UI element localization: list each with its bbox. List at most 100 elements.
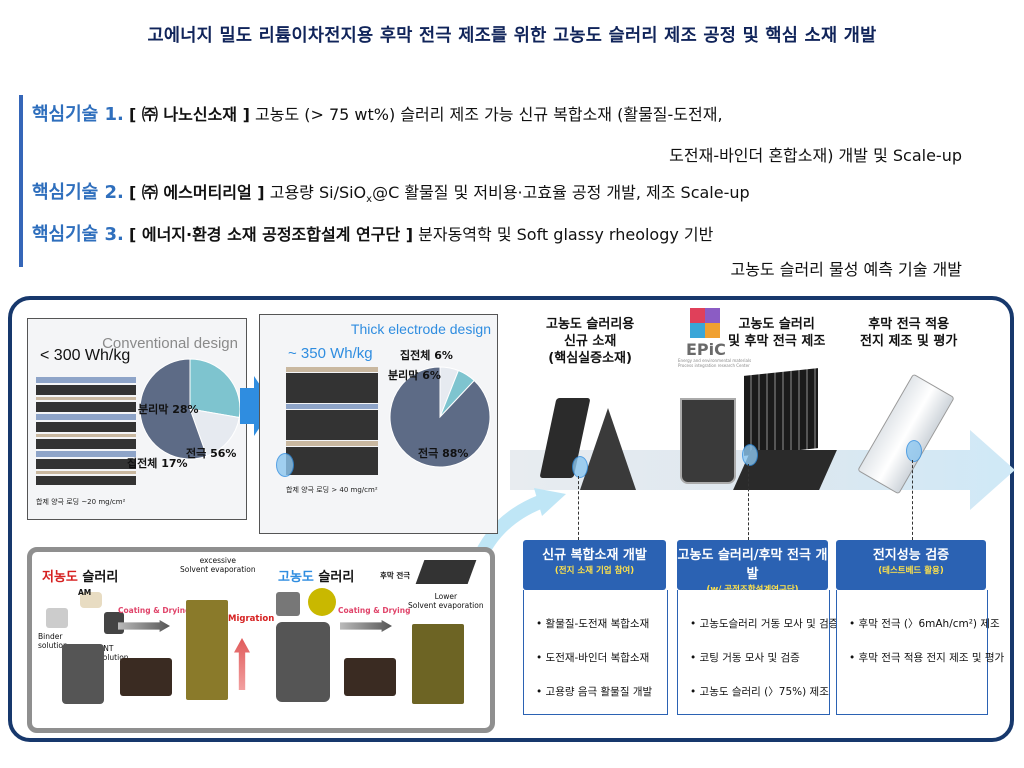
box-1-title: 신규 복합소재 개발: [542, 548, 647, 563]
lower-evaporation-label: Lower Solvent evaporation: [408, 592, 484, 610]
box-2-item: • 코팅 거동 모사 및 검증: [690, 652, 800, 664]
am-label: AM: [78, 588, 92, 597]
cell-zoom-marker: [906, 440, 922, 462]
tech-3: 핵심기술 3. [ 에너지·환경 소재 공정조합설계 연구단 ] 분자동역학 및…: [32, 220, 713, 246]
coater-machine-1: [120, 658, 172, 696]
migration-arrow: [234, 638, 250, 690]
process-zoom-marker: [742, 444, 758, 466]
conventional-caption: 합제 양극 로딩 ~20 mg/cm²: [36, 498, 126, 506]
tech-3-label: 핵심기술 3.: [32, 224, 124, 245]
am-powder: [80, 592, 102, 608]
tech-1-org: [ ㈜ 나노신소재 ]: [128, 105, 250, 124]
conventional-pie-slice-1: [189, 408, 240, 457]
box-1-header: 신규 복합소재 개발 (전지 소재 기업 참여): [523, 540, 666, 590]
box-3-item: • 후막 전극 (〉6mAh/cm²) 제조: [849, 618, 1000, 630]
mixing-tank: [62, 644, 104, 704]
epic-logo-subtitle: Energy and environmental materials Proce…: [678, 358, 752, 368]
box-2-item: • 고농도 슬러리 (〉75%) 제조: [690, 686, 829, 698]
tech-1-continued: 도전재-바인더 혼합소재) 개발 및 Scale-up: [669, 146, 962, 165]
coating-arrow-1: [118, 620, 170, 632]
composite-particles: [276, 592, 300, 616]
conventional-title: Conventional design: [102, 335, 238, 352]
conventional-pie-chart: [139, 358, 241, 460]
box-1-item: • 도전재-바인더 복합소재: [536, 652, 650, 664]
box-3-item: • 후막 전극 적용 전지 제조 및 평가: [849, 652, 1005, 664]
composite-particles-zoom: [308, 588, 336, 616]
box-1-body: • 활물질-도전재 복합소재 • 도전재-바인더 복합소재 • 고용량 음극 활…: [523, 590, 668, 715]
thick-design-panel: Thick electrode design ~ 350 Wh/kg 집전체 6…: [259, 314, 498, 534]
migration-label: Migration: [228, 614, 275, 624]
tech-3-continued: 고농도 슬러리 물성 예측 기술 개발: [730, 260, 962, 279]
box-2-title: 고농도 슬러리/후막 전극 개발: [677, 548, 828, 582]
box-2-item: • 고농도슬러리 거동 모사 및 검증: [690, 618, 839, 630]
coater-machine-2: [344, 658, 396, 696]
thick-slice-label-separator: 분리막 6%: [388, 369, 441, 382]
binder-label: Binder solution: [38, 632, 68, 650]
thick-pie-slice-2: [389, 366, 491, 468]
high-slurry-title: 고농도 슬러리: [278, 566, 354, 585]
thick-caption: 합제 양극 로딩 > 40 mg/cm²: [286, 486, 378, 494]
tech-2-text-sub: x: [366, 194, 373, 206]
stage-cell-label: 후막 전극 적용 전지 제조 및 평가: [860, 317, 958, 349]
tech-1-text: 고농도 (> 75 wt%) 슬러리 제조 가능 신규 복합소재 (활물질-도전…: [255, 105, 723, 124]
low-slurry-title-colored: 저농도: [42, 570, 78, 585]
thick-slice-label-collector: 집전체 6%: [400, 349, 453, 362]
tech-2-text-pre: 고용량 Si/SiO: [269, 183, 367, 202]
conventional-pie-slice-0: [189, 358, 241, 419]
tech-2-text-post: @C 활물질 및 저비용·고효율 공정 개발, 제조 Scale-up: [372, 183, 750, 202]
box-3-header: 전지성능 검증 (테스트베드 활용): [836, 540, 986, 590]
page-title: 고에너지 밀도 리튬이차전지용 후막 전극 제조를 위한 고농도 슬러리 제조 …: [147, 26, 877, 46]
connector-cell: [912, 460, 914, 540]
tech-1-label: 핵심기술 1.: [32, 104, 124, 125]
thick-stack-zoom-marker: [276, 453, 294, 477]
tech-2-label: 핵심기술 2.: [32, 182, 124, 203]
thick-electrode-sheet: [415, 560, 477, 584]
tech-3-org: [ 에너지·환경 소재 공정조합설계 연구단 ]: [128, 225, 414, 244]
tech-2-org: [ ㈜ 에스머티리얼 ]: [128, 183, 265, 202]
epic-logo-icon: [690, 308, 720, 338]
thick-slice-label-electrode: 전극 88%: [418, 447, 469, 460]
material-zoom-marker: [572, 456, 588, 478]
tech-2: 핵심기술 2. [ ㈜ 에스머티리얼 ] 고용량 Si/SiOx@C 활물질 및…: [32, 178, 750, 205]
conventional-energy: < 300 Wh/kg: [40, 347, 131, 364]
conventional-slice-label-collector: 집전체 17%: [127, 457, 188, 470]
conventional-slice-label-electrode: 전극 56%: [186, 447, 237, 460]
thick-electrode-label: 후막 전극: [380, 571, 411, 580]
thick-title: Thick electrode design: [350, 321, 491, 337]
cnt-label: CNT Solution: [98, 644, 129, 662]
design-arrow: [240, 376, 274, 436]
binder-bottle: [46, 608, 68, 628]
low-slurry-title-rest: 슬러리: [77, 570, 119, 585]
low-slurry-title: 저농도 슬러리: [42, 566, 118, 585]
high-slurry-title-rest: 슬러리: [313, 570, 355, 585]
thick-pie-chart: [389, 366, 491, 468]
conventional-slice-label-separator: 분리막 28%: [138, 403, 199, 416]
box-1-subtitle: (전지 소재 기업 참여): [554, 566, 635, 576]
box-3-title: 전지성능 검증: [872, 548, 950, 563]
box-2-body: • 고농도슬러리 거동 모사 및 검증 • 코팅 거동 모사 및 검증 • 고농…: [677, 590, 838, 715]
slurry-beaker: [680, 398, 736, 484]
low-electrode-cell: [186, 600, 228, 700]
thick-stack: [286, 367, 378, 475]
box-1-item: • 고용량 음극 활물질 개발: [536, 686, 653, 698]
tech-1: 핵심기술 1. [ ㈜ 나노신소재 ] 고농도 (> 75 wt%) 슬러리 제…: [32, 100, 723, 126]
box-3-body: • 후막 전극 (〉6mAh/cm²) 제조 • 후막 전극 적용 전지 제조 …: [836, 590, 1004, 715]
coating-drying-label-1: Coating & Drying: [118, 606, 191, 615]
stage-material-label: 고농도 슬러리용 신규 소재 (핵심실증소재): [546, 317, 635, 366]
high-slurry-title-colored: 고농도: [278, 570, 314, 585]
high-mixing-tank: [276, 622, 330, 702]
coating-arrow-2: [340, 620, 392, 632]
conventional-pie-slice-2: [139, 358, 208, 460]
box-1-item: • 활물질-도전재 복합소재: [536, 618, 650, 630]
electrode-stack: [744, 368, 818, 456]
conventional-design-panel: Conventional design < 300 Wh/kg 분리막 28% …: [27, 318, 247, 520]
coating-drying-label-2: Coating & Drying: [338, 606, 411, 615]
excessive-evaporation-label: excessive Solvent evaporation: [180, 556, 256, 574]
slurry-comparison-panel: 저농도 슬러리 고농도 슬러리 AM Binder solution CNT S…: [27, 547, 495, 733]
connector-material: [578, 476, 580, 540]
tech-3-text: 분자동역학 및 Soft glassy rheology 기반: [418, 225, 714, 244]
epic-logo-text: EPiC: [686, 340, 726, 359]
tech-accent-bar: [19, 95, 23, 267]
high-electrode-cell: [412, 624, 464, 704]
